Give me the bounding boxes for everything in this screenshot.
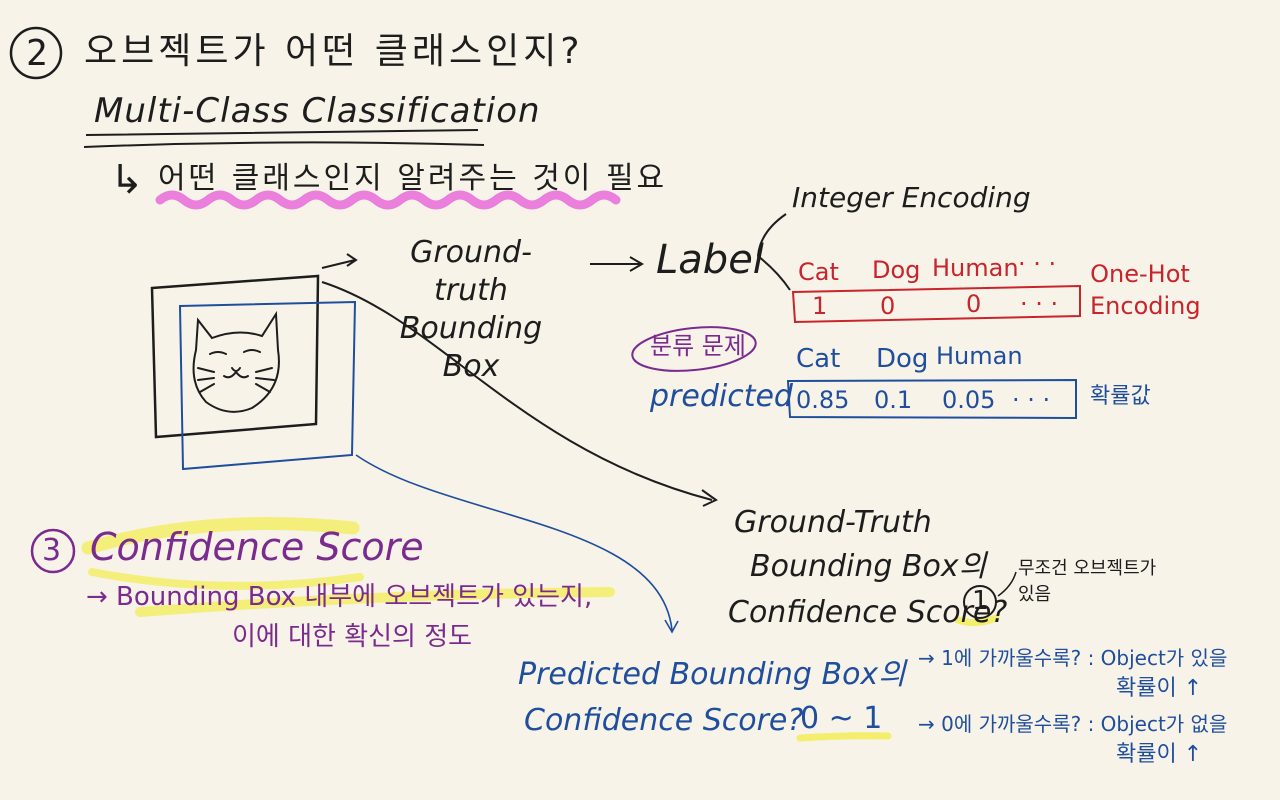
- predicted-value-cat: 0.85: [796, 386, 850, 414]
- pink-highlight: [155, 190, 621, 210]
- arrow-box-to-gt-confidence: [321, 281, 718, 507]
- onehot-value-more: · · ·: [1020, 290, 1059, 318]
- pred-condition-2b: 확률이 ↑: [1116, 742, 1203, 767]
- onehot-class-cat: Cat: [798, 258, 839, 286]
- section2-arrow-icon: ↳: [110, 157, 144, 203]
- pred-condition-2: → 0에 가까울수록? : Object가 없을: [918, 712, 1228, 736]
- onehot-class-human: Human: [932, 254, 1019, 282]
- section3-number: 3: [42, 533, 62, 568]
- onehot-value-cat: 1: [812, 292, 828, 320]
- yellow-highlight-desc: [135, 587, 615, 617]
- pred-condition-1b: 확률이 ↑: [1116, 676, 1203, 701]
- subheading-underline: [83, 129, 485, 148]
- onehot-value-dog: 0: [880, 292, 896, 320]
- gt-confidence-value: 1: [972, 586, 989, 616]
- yellow-highlight-title-2: [88, 568, 364, 590]
- arrow-box-to-pred-confidence: [355, 454, 679, 634]
- predicted-value-human: 0.05: [942, 386, 996, 414]
- gt-confidence-line2: Bounding Box의: [750, 549, 987, 584]
- predicted-box: [178, 300, 357, 471]
- section2-note: 어떤 클래스인지 알려주는 것이 필요: [158, 161, 668, 196]
- integer-encoding-text: Integer Encoding: [792, 181, 1031, 214]
- predicted-value-dog: 0.1: [874, 386, 913, 414]
- label-brace: [756, 213, 791, 291]
- pred-condition-1: → 1에 가까울수록? : Object가 있을: [918, 646, 1228, 670]
- section2-number: 2: [26, 33, 48, 74]
- classification-oval: [631, 326, 757, 372]
- pred-confidence-line1: Predicted Bounding Box의: [518, 657, 906, 692]
- pred-confidence-range: 0 ~ 1: [800, 701, 883, 736]
- pred-confidence-line2: Confidence Score?: [524, 703, 804, 738]
- gt-confidence-value-circle: [963, 585, 997, 619]
- arrow-box-to-gt: [321, 253, 358, 269]
- yellow-highlight-one: [954, 614, 1000, 627]
- ground-truth-box-label: Ground-truth Bounding Box: [399, 235, 543, 384]
- onehot-value-human: 0: [966, 290, 982, 318]
- yellow-highlight-title: [81, 517, 360, 555]
- predicted-class-cat: Cat: [796, 344, 841, 374]
- predicted-note: 확률값: [1090, 384, 1151, 409]
- gt-confidence-note: 무조건 오브젝트가 있음: [1018, 558, 1157, 605]
- predicted-value-more: · · ·: [1012, 386, 1051, 414]
- gt-confidence-line1: Ground-Truth: [734, 505, 932, 540]
- onehot-box: [791, 284, 1081, 324]
- section3-desc-line2: 이에 대한 확신의 정도: [232, 622, 473, 652]
- cat-icon: [192, 310, 280, 413]
- onehot-class-dog: Dog: [872, 256, 921, 284]
- section3-heading: Confidence Score: [90, 525, 424, 569]
- section2-heading: 오브젝트가 어떤 클래스인지?: [84, 31, 584, 72]
- ground-truth-box: [150, 274, 320, 439]
- predicted-class-dog: Dog: [876, 344, 929, 374]
- gt-note-pointer: [997, 571, 1017, 597]
- section2-number-circle: [9, 26, 63, 80]
- section3-desc-line1: → Bounding Box 내부에 오브젝트가 있는지,: [86, 582, 593, 612]
- onehot-class-more: · · ·: [1018, 250, 1057, 278]
- yellow-highlight-range: [796, 732, 892, 742]
- predicted-values-box: [786, 378, 1077, 420]
- predicted-label: predicted: [650, 379, 793, 414]
- arrow-gt-to-label: [590, 256, 644, 272]
- section2-subheading: Multi-Class Classification: [94, 91, 541, 131]
- onehot-title: One-Hot Encoding: [1090, 260, 1201, 320]
- section3-number-circle: [30, 528, 76, 574]
- predicted-class-human: Human: [936, 342, 1023, 370]
- gt-confidence-line3: Confidence Score?: [728, 595, 1008, 630]
- label-text: Label: [656, 237, 764, 283]
- classification-tag: 분류 문제: [650, 332, 746, 360]
